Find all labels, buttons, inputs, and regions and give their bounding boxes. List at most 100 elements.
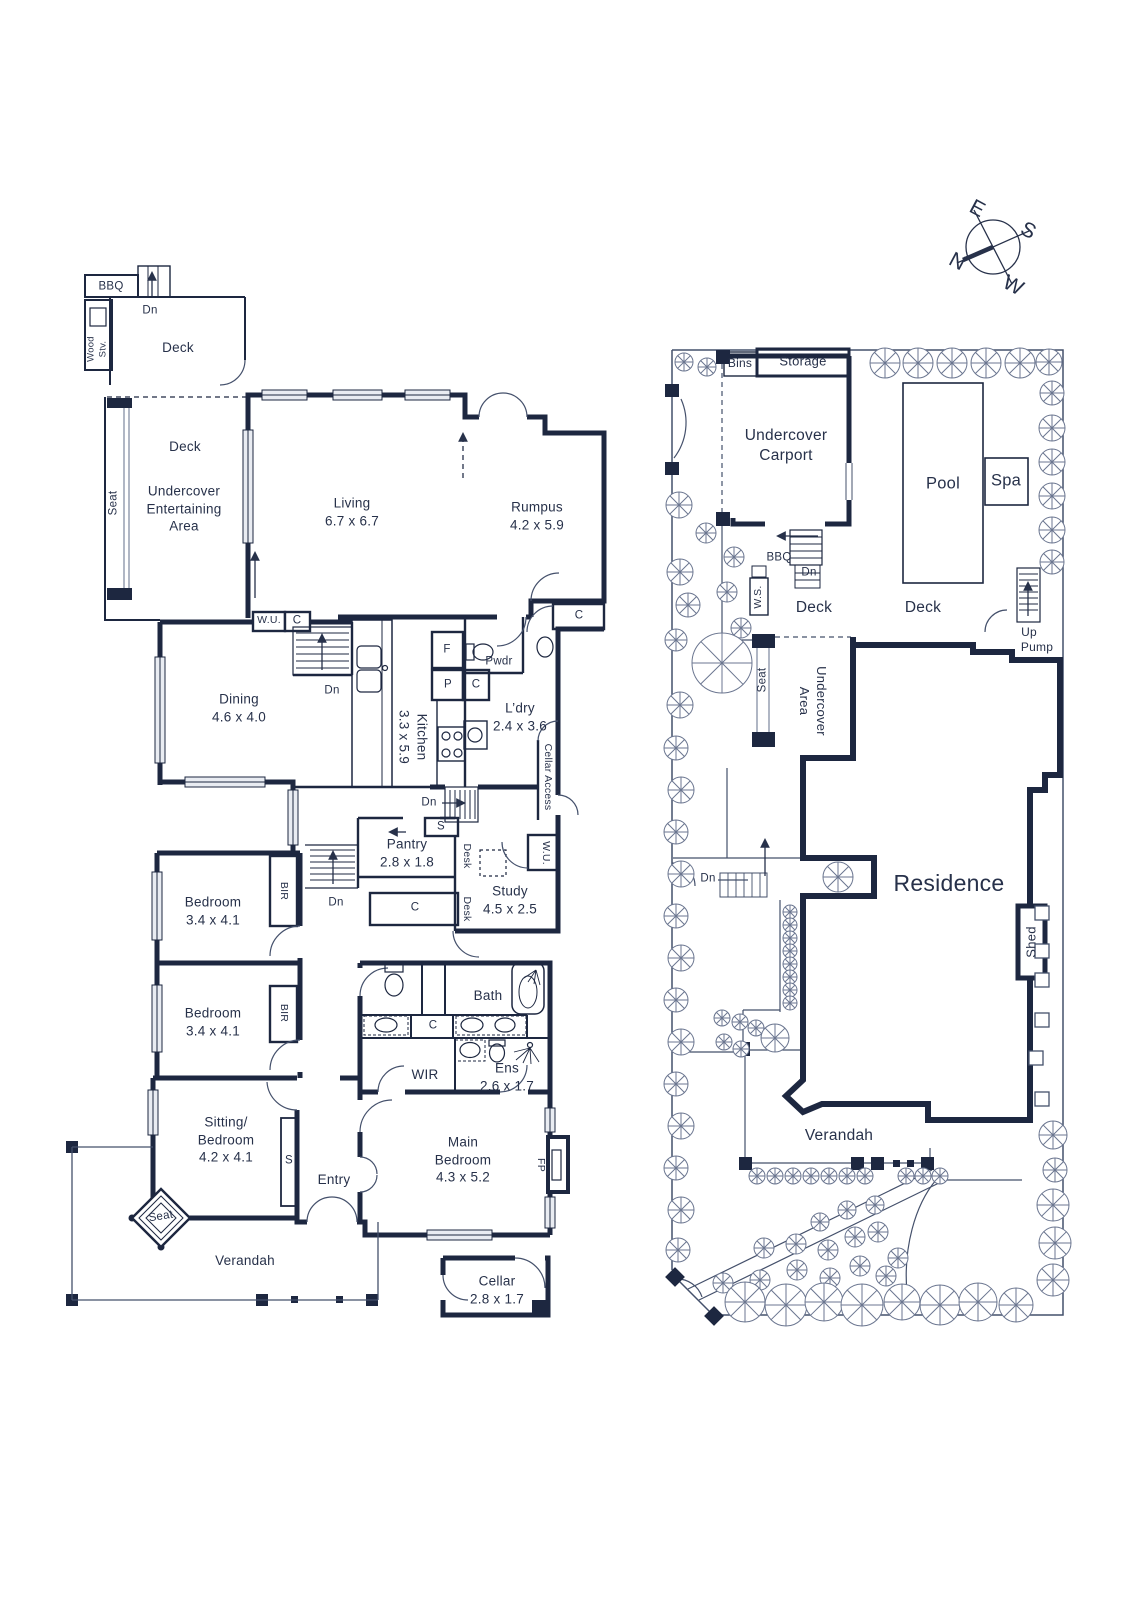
- deck-outlines: [84, 265, 246, 621]
- tree-icon: [663, 987, 689, 1013]
- stepping-stone: [1034, 972, 1050, 988]
- tree-icon: [958, 1282, 998, 1322]
- rumpus-name: Rumpus: [511, 499, 563, 515]
- deck-main-label: Deck: [169, 439, 201, 455]
- tree-icon: [782, 917, 798, 933]
- desk-upper-label: Desk: [460, 843, 473, 869]
- site-plan: [663, 347, 1072, 1328]
- tree-icon: [667, 860, 695, 888]
- tree-icon: [782, 904, 798, 920]
- tree-icon: [1036, 1263, 1070, 1297]
- tree-icon: [822, 861, 854, 893]
- bins-label: Bins: [727, 356, 753, 371]
- tree-icon: [675, 592, 701, 618]
- tree-icon: [785, 1233, 807, 1255]
- bedroom-2-dim: 3.4 x 4.1: [185, 1023, 241, 1038]
- stepping-stone: [1034, 1012, 1050, 1028]
- bath-label: Bath: [473, 988, 503, 1004]
- kitchen-dim: 3.3 x 5.9: [397, 709, 412, 765]
- c-bath-label: C: [428, 1019, 438, 1032]
- tree-icon: [1036, 1188, 1070, 1222]
- tree-icon: [748, 1167, 766, 1185]
- pantry-dim: 2.8 x 1.8: [379, 854, 435, 869]
- tree-icon: [1039, 549, 1065, 575]
- tree-icon: [1039, 380, 1065, 406]
- wu-study-label: W.U.: [539, 841, 552, 865]
- tree-icon: [817, 1239, 839, 1261]
- c-kitchen-label: C: [471, 678, 481, 691]
- living-name: Living: [333, 495, 371, 511]
- seat-site-label: Seat: [756, 667, 769, 693]
- main-bedroom-dim: 4.3 x 5.2: [435, 1169, 491, 1185]
- wu-top-label: W.U.: [257, 614, 281, 627]
- cellar-dim: 2.8 x 1.7: [469, 1291, 525, 1306]
- sitting-name: Sitting/ Bedroom: [197, 1114, 255, 1148]
- cellar-access-label: Cellar Access: [541, 743, 554, 811]
- tree-icon: [784, 1167, 802, 1185]
- tree-icon: [865, 1195, 885, 1215]
- tree-icon: [867, 1221, 889, 1243]
- tree-icon: [883, 1283, 921, 1321]
- undercover-entertaining-label: Undercover Entertaining Area: [146, 483, 222, 534]
- dn-site-deck-label: Dn: [801, 566, 817, 579]
- pump-label: Pump: [1020, 640, 1054, 655]
- undercover-area-label: Undercover Area: [797, 666, 829, 736]
- bath-fixtures: [363, 961, 545, 1036]
- pool-spa: [902, 382, 1029, 584]
- tree-icon: [724, 1281, 766, 1323]
- tree-icon: [875, 1265, 897, 1287]
- kitchen-name: Kitchen: [414, 713, 430, 761]
- tree-icon: [782, 943, 798, 959]
- tree-icon: [869, 347, 901, 379]
- tree-icon: [902, 347, 934, 379]
- verandah-lines: [71, 1146, 379, 1301]
- seat-deck-label: Seat: [107, 490, 120, 516]
- compass-rose: [956, 209, 1030, 285]
- stepping-stone: [1034, 905, 1050, 921]
- stepping-stone: [1028, 1050, 1044, 1066]
- tree-icon: [731, 1013, 749, 1031]
- tree-icon: [844, 1226, 866, 1248]
- tree-icon: [663, 1071, 689, 1097]
- pantry-name: Pantry: [386, 836, 428, 852]
- fixtures: [351, 619, 554, 1065]
- tree-icon: [810, 1212, 830, 1232]
- powder-toilet-icon: [465, 643, 494, 661]
- deck-structures: [749, 529, 1041, 638]
- verandah-left-label: Verandah: [215, 1253, 275, 1269]
- tree-icon: [837, 1200, 857, 1220]
- up-label: Up: [1021, 625, 1037, 640]
- tree-icon: [782, 995, 798, 1011]
- ws-label: W.S.: [752, 585, 765, 609]
- tree-icon: [663, 735, 689, 761]
- tree-icon: [1038, 1120, 1068, 1150]
- tree-icon: [697, 357, 717, 377]
- tree-icon: [665, 1237, 691, 1263]
- study-name: Study: [492, 883, 528, 899]
- storage-label: Storage: [779, 353, 827, 369]
- stepping-stone: [1034, 1091, 1050, 1107]
- ensuite-name: Ens: [494, 1060, 520, 1076]
- pantry-cupboard-label: P: [444, 678, 452, 691]
- tree-icon: [782, 982, 798, 998]
- tree-icon: [674, 352, 694, 372]
- laundry-name: L’dry: [505, 700, 535, 716]
- tree-icon: [936, 347, 968, 379]
- tree-icon: [763, 1282, 809, 1328]
- tree-icon: [782, 969, 798, 985]
- tree-icon: [723, 546, 745, 568]
- tree-icon: [1042, 1157, 1068, 1183]
- residence-walls: [781, 637, 1063, 1123]
- washer-icon: [463, 720, 488, 750]
- pantry-label: Pantry 2.8 x 1.8: [380, 835, 434, 870]
- dn-deck-label: Dn: [142, 304, 158, 317]
- c-hall-label: C: [410, 901, 420, 914]
- tree-icon: [667, 1112, 695, 1140]
- bir-2-label: BIR: [277, 1003, 290, 1023]
- tree-icon: [856, 1167, 874, 1185]
